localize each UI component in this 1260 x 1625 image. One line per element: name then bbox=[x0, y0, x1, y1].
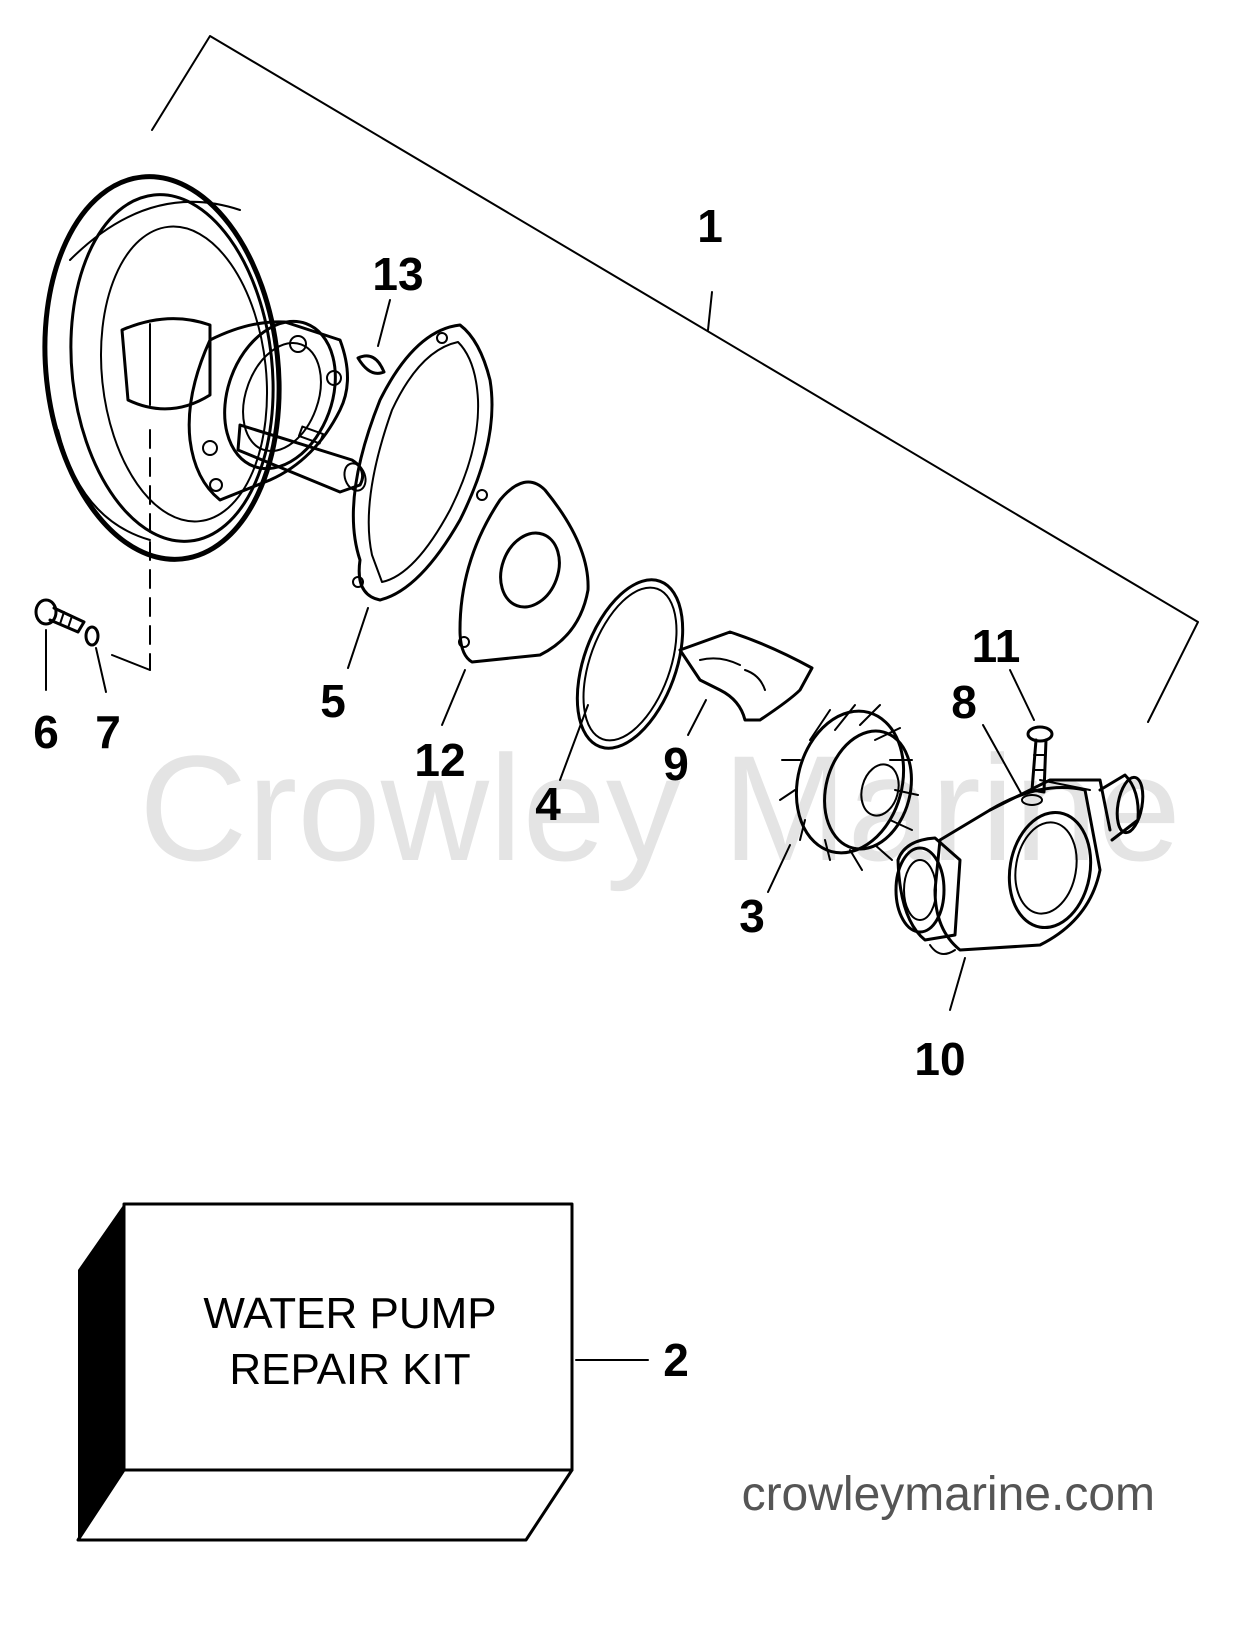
callout-11: 11 bbox=[972, 620, 1021, 672]
kit-label-line2: REPAIR KIT bbox=[229, 1345, 470, 1394]
wear-plate bbox=[441, 480, 590, 726]
watermark-center-text: Crowley Marine bbox=[139, 724, 1181, 892]
callout-1: 1 bbox=[697, 200, 723, 252]
callout-3: 3 bbox=[739, 890, 765, 942]
callout-9: 9 bbox=[663, 738, 689, 790]
pulley-bolt-and-washer bbox=[34, 598, 107, 693]
woodruff-key bbox=[356, 299, 391, 375]
callout-7: 7 bbox=[95, 706, 121, 758]
callout-8: 8 bbox=[951, 676, 977, 728]
callout-5: 5 bbox=[320, 675, 346, 727]
gasket bbox=[347, 323, 494, 669]
pump-housing bbox=[894, 773, 1145, 1011]
o-ring bbox=[559, 578, 685, 781]
callout-12: 12 bbox=[414, 734, 465, 786]
pulley-housing-assembly bbox=[42, 174, 367, 671]
callout-4: 4 bbox=[535, 778, 561, 830]
kit-label-line1: WATER PUMP bbox=[203, 1289, 496, 1338]
impeller bbox=[767, 704, 919, 893]
watermark-footer-url: crowleymarine.com bbox=[742, 1468, 1155, 1521]
repair-kit-box bbox=[76, 1202, 649, 1542]
callout-10: 10 bbox=[914, 1033, 965, 1085]
housing-screw-and-washer bbox=[982, 669, 1054, 806]
callout-6: 6 bbox=[33, 706, 59, 758]
callout-2: 2 bbox=[663, 1334, 689, 1386]
impeller-liner bbox=[678, 630, 814, 736]
assembly-bracket bbox=[151, 35, 1199, 723]
callout-13: 13 bbox=[372, 248, 423, 300]
